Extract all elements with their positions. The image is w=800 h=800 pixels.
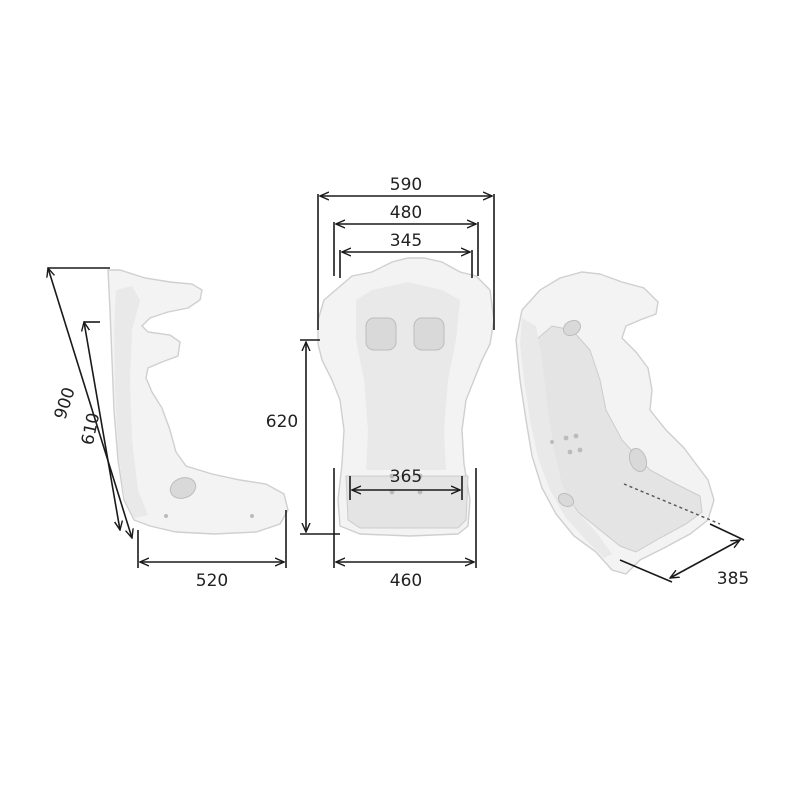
front-seat-mount-dot <box>417 473 423 479</box>
front-seat-mount-dot <box>389 473 395 479</box>
perspective-seat-mount-dot <box>573 433 579 439</box>
dimension-610-line <box>84 322 120 530</box>
front-dimensions: 590 480 345 620 365 460 <box>266 175 495 591</box>
dimension-480-label: 480 <box>390 203 422 223</box>
front-seat-harness-slot-left <box>365 317 397 351</box>
side-seat-shell <box>107 269 289 535</box>
dimension-460-label: 460 <box>390 571 422 591</box>
perspective-seat-harness-slot <box>562 319 582 337</box>
side-view-seat <box>107 269 289 535</box>
perspective-seat-mount-dot <box>550 440 554 444</box>
dimension-590-label: 590 <box>390 175 422 195</box>
dimension-385-extension-far <box>709 523 745 541</box>
front-seat-back-shading <box>356 282 460 470</box>
side-seat-opening <box>169 477 197 499</box>
dimension-385-label: 385 <box>717 569 749 589</box>
dimension-365-label: 365 <box>390 467 422 487</box>
perspective-seat-hidden-edge <box>623 483 721 525</box>
perspective-view-seat <box>515 271 721 575</box>
front-view-seat <box>317 257 495 537</box>
dimension-520-label: 520 <box>196 571 228 591</box>
side-seat-mount-dot <box>164 514 168 518</box>
dimension-385-line <box>670 540 740 578</box>
perspective-seat-side-opening <box>557 492 575 508</box>
perspective-seat-opening <box>628 447 648 473</box>
dimension-610-label: 610 <box>78 411 104 447</box>
perspective-seat-mount-dot <box>567 449 573 455</box>
dimension-900-label: 900 <box>51 385 80 422</box>
dimension-385-extension-near <box>619 559 673 583</box>
perspective-seat-mount-dot <box>563 435 569 441</box>
perspective-seat-mount-dot <box>577 447 583 453</box>
perspective-dimensions: 385 <box>619 523 749 589</box>
dimension-620-label: 620 <box>266 412 298 432</box>
side-seat-mount-dot <box>250 514 254 518</box>
perspective-seat-left-bolster <box>520 318 612 558</box>
front-seat-harness-slot-right <box>413 317 445 351</box>
dimension-345-label: 345 <box>390 231 422 251</box>
